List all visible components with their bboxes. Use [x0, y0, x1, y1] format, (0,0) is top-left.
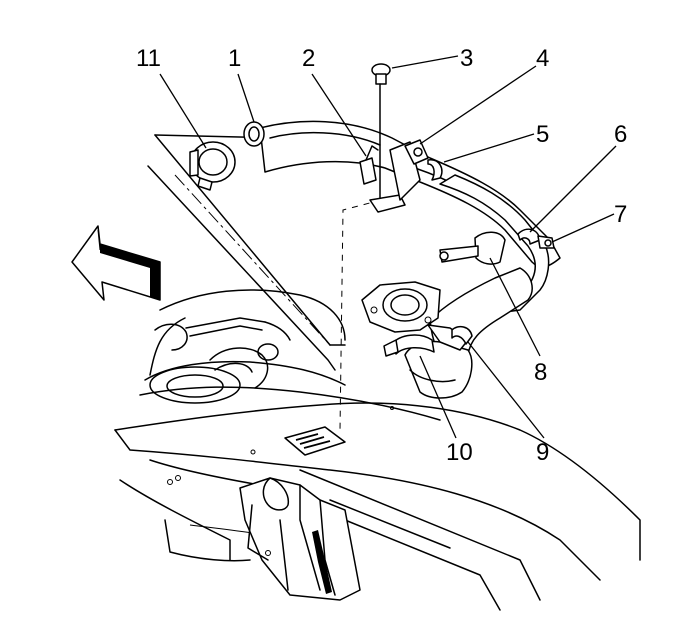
callout-5: 5 — [536, 121, 549, 148]
frame-bracket — [239, 477, 361, 601]
leader-lines — [159, 55, 617, 439]
part-6-clamp — [517, 228, 541, 245]
part-9-clamp — [451, 325, 473, 345]
decal-label-icon — [284, 426, 346, 456]
callout-6: 6 — [614, 121, 627, 148]
callout-11: 11 — [136, 45, 161, 72]
callout-8: 8 — [534, 359, 547, 386]
callout-10: 10 — [446, 439, 473, 466]
callout-2: 2 — [302, 45, 315, 72]
callout-3: 3 — [460, 45, 473, 72]
body-floor-pan — [114, 360, 641, 611]
part-5-clamp — [427, 159, 443, 181]
heat-shield-outline — [147, 134, 371, 371]
part-11-clamp — [189, 141, 236, 191]
part-1-seal — [243, 121, 265, 147]
callout-1: 1 — [228, 45, 241, 72]
part-2-clip — [359, 145, 379, 185]
part-4-clamp — [404, 139, 429, 165]
callout-4: 4 — [536, 45, 549, 72]
front-direction-arrow-icon — [71, 225, 161, 301]
part-10-clamp — [383, 334, 435, 357]
part-8-clamp — [439, 231, 506, 265]
callout-9: 9 — [536, 439, 549, 466]
filler-hose-lower — [361, 267, 533, 399]
part-7-clamp — [537, 235, 555, 249]
callout-7: 7 — [614, 201, 627, 228]
part-3-bolt — [339, 63, 391, 431]
fuel-tank-area — [149, 289, 346, 404]
